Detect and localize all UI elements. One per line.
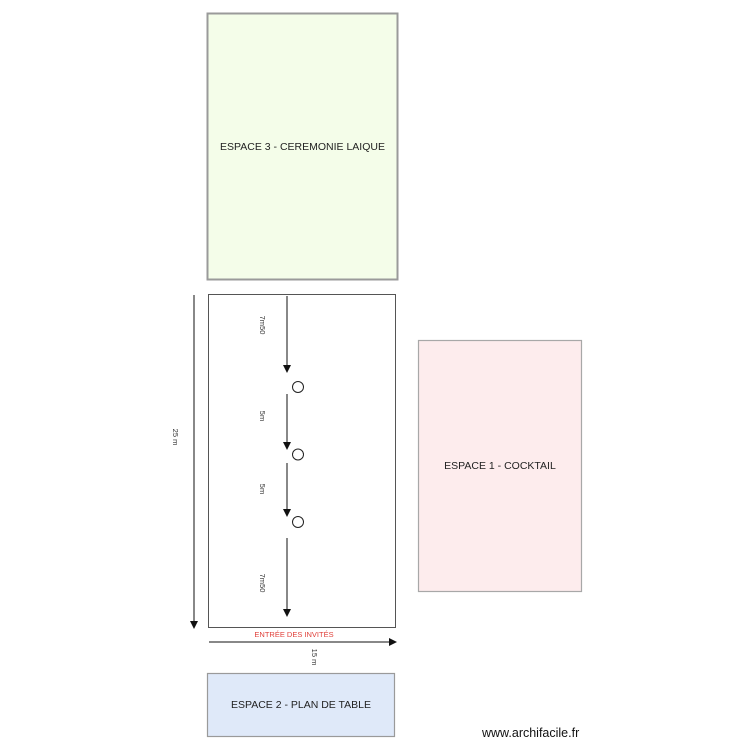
space-ceremonie-rect: [206, 12, 399, 281]
position-marker-1[interactable]: [292, 381, 304, 393]
space-cocktail-label: ESPACE 1 - COCKTAIL: [444, 460, 556, 472]
main-area[interactable]: 7m50 5m 5m 7m50 ENTRÉE DES INVITÉS: [208, 294, 396, 640]
dimension-width: 15 m: [209, 638, 397, 666]
space-cocktail-rect: [417, 339, 583, 593]
watermark: www.archifacile.fr: [482, 726, 580, 740]
segment-label-4: 7m50: [258, 574, 267, 593]
dimension-length-label: 25 m: [171, 429, 180, 446]
dimension-length: 25 m: [171, 295, 198, 629]
space-plan-de-table-rect: [206, 672, 396, 738]
space-plan-de-table[interactable]: ESPACE 2 - PLAN DE TABLE: [206, 672, 396, 738]
space-cocktail[interactable]: ESPACE 1 - COCKTAIL: [417, 339, 583, 593]
segment-label-2: 5m: [258, 411, 267, 421]
space-ceremonie[interactable]: ESPACE 3 - CEREMONIE LAIQUE: [206, 12, 399, 281]
entrance-label: ENTRÉE DES INVITÉS: [254, 630, 333, 639]
position-marker-3[interactable]: [292, 516, 304, 528]
main-area-rect: [208, 294, 396, 628]
segment-label-1: 7m50: [258, 316, 267, 335]
space-plan-de-table-label: ESPACE 2 - PLAN DE TABLE: [231, 699, 371, 711]
position-marker-2[interactable]: [292, 448, 304, 461]
dimension-width-label: 15 m: [310, 649, 319, 666]
space-ceremonie-label: ESPACE 3 - CEREMONIE LAIQUE: [220, 141, 385, 153]
segment-label-3: 5m: [258, 484, 267, 494]
